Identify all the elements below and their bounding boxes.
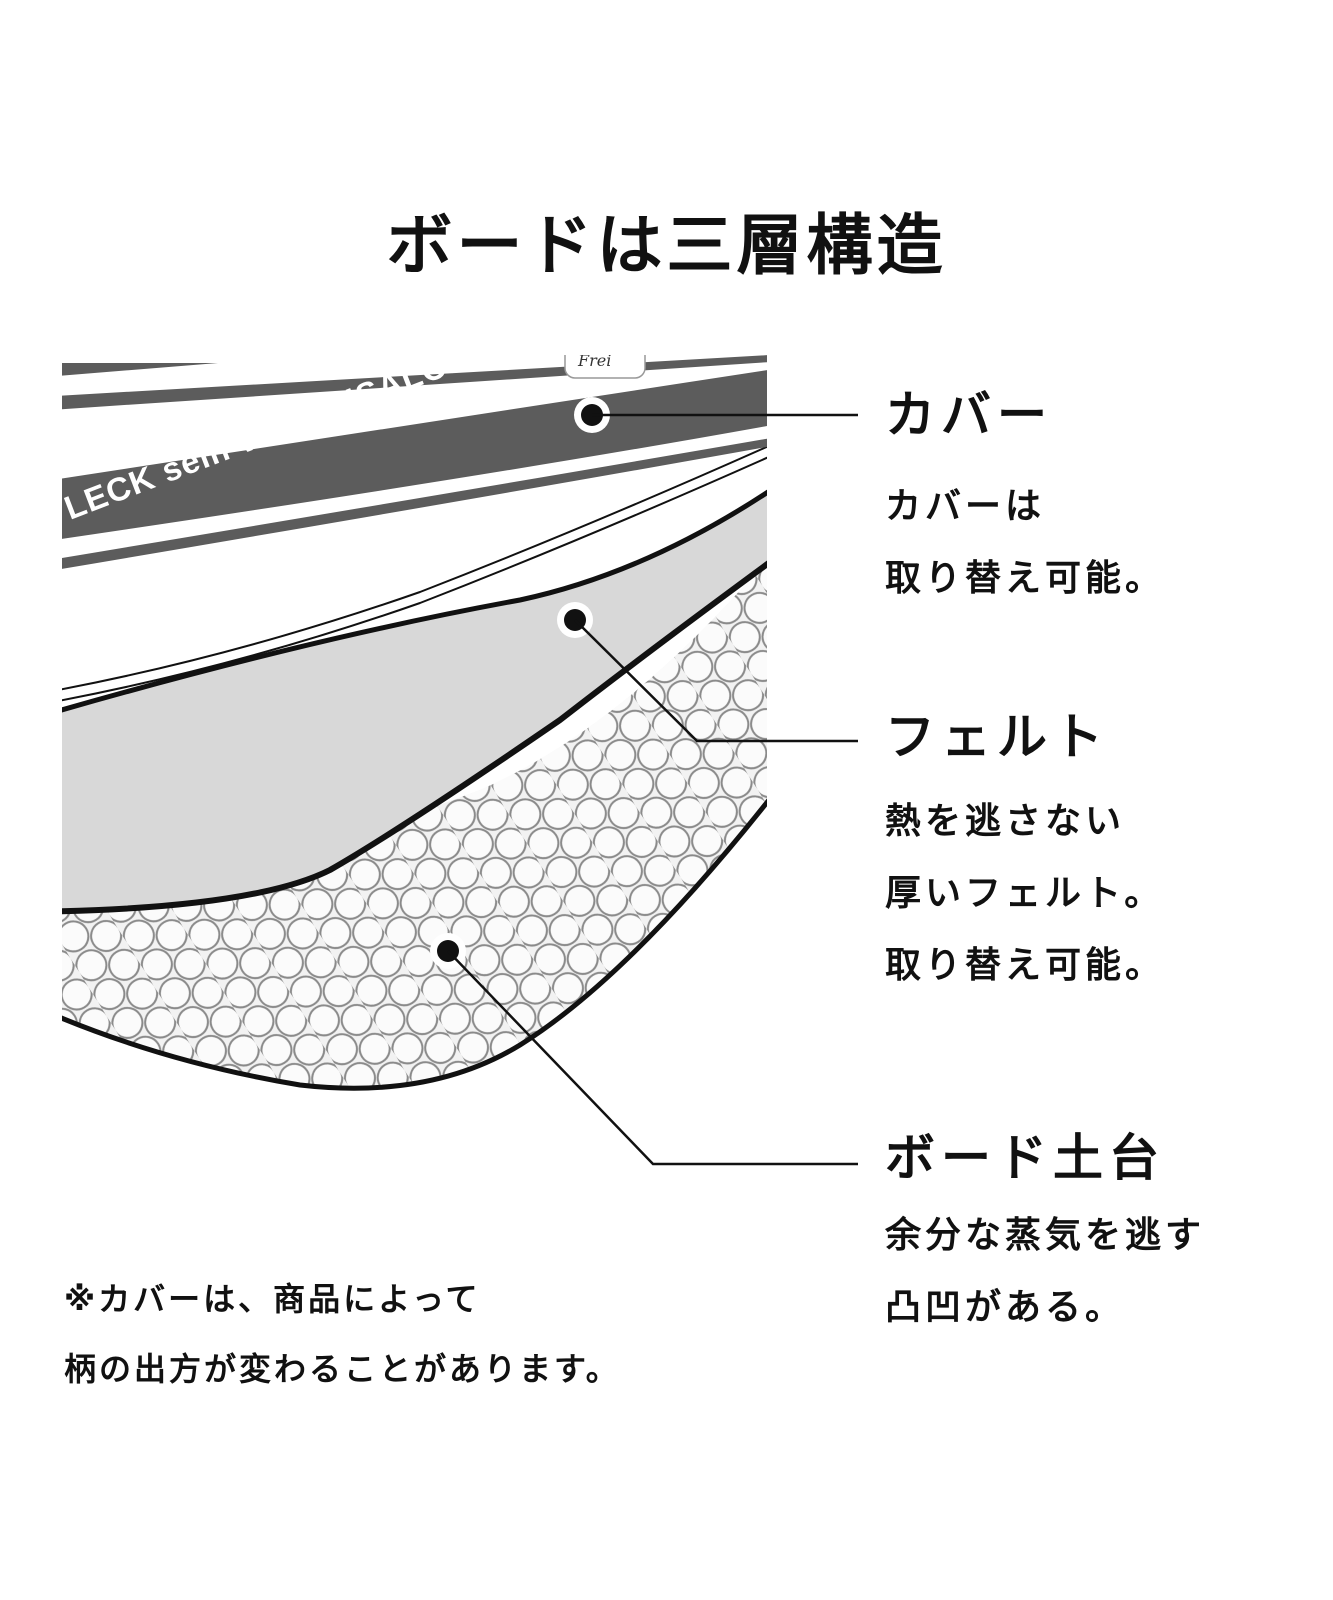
- felt-label: フェルト: [885, 708, 1109, 766]
- felt-top-edge: [62, 489, 767, 713]
- felt-description-line: 熱を逃さない: [885, 801, 1126, 842]
- board-dot-texture: [62, 559, 767, 1089]
- felt-layer: [62, 492, 767, 912]
- felt-description-line: 厚いフェルト。: [885, 873, 1165, 914]
- board-base-description-line: 凸凹がある。: [885, 1287, 1126, 1328]
- felt-description-line: 取り替え可能。: [885, 945, 1166, 986]
- board-base-label: ボード土台: [885, 1129, 1165, 1187]
- board-bottom-edge: [62, 798, 767, 1091]
- cover-edge-inner: [62, 445, 767, 691]
- page-title: ボードは三層構造: [386, 207, 947, 284]
- board-leader-line: [447, 950, 858, 1166]
- cover-stripe-bottom: [62, 438, 767, 569]
- board-base-description: 余分な蒸気を逃す 凸凹がある。: [885, 1200, 1205, 1344]
- cover-tag-text: Frei: [577, 351, 611, 370]
- felt-bottom-edge: [62, 560, 767, 915]
- cover-tag: [564, 355, 646, 379]
- felt-leader-line: [574, 619, 858, 743]
- board-base-description-line: 余分な蒸気を逃す: [885, 1215, 1206, 1256]
- cover-label: カバー: [885, 386, 1053, 444]
- cover-edge-outer: [62, 456, 767, 702]
- cover-description-line: カバーは: [885, 486, 1046, 527]
- pattern-note-line: 柄の出方が変わることがあります。: [64, 1350, 621, 1388]
- felt-description: 熱を逃さない 厚いフェルト。 取り替え可能。: [885, 786, 1165, 1002]
- pattern-note-line: ※カバーは、商品によって: [64, 1280, 481, 1318]
- cover-description-line: 取り替え可能。: [885, 558, 1166, 599]
- leader-lines: [430, 397, 858, 1166]
- pattern-note: ※カバーは、商品によって 柄の出方が変わることがあります。: [64, 1264, 621, 1404]
- cover-description: カバーは 取り替え可能。: [885, 471, 1165, 615]
- cover-stripe-top-1: [62, 363, 218, 376]
